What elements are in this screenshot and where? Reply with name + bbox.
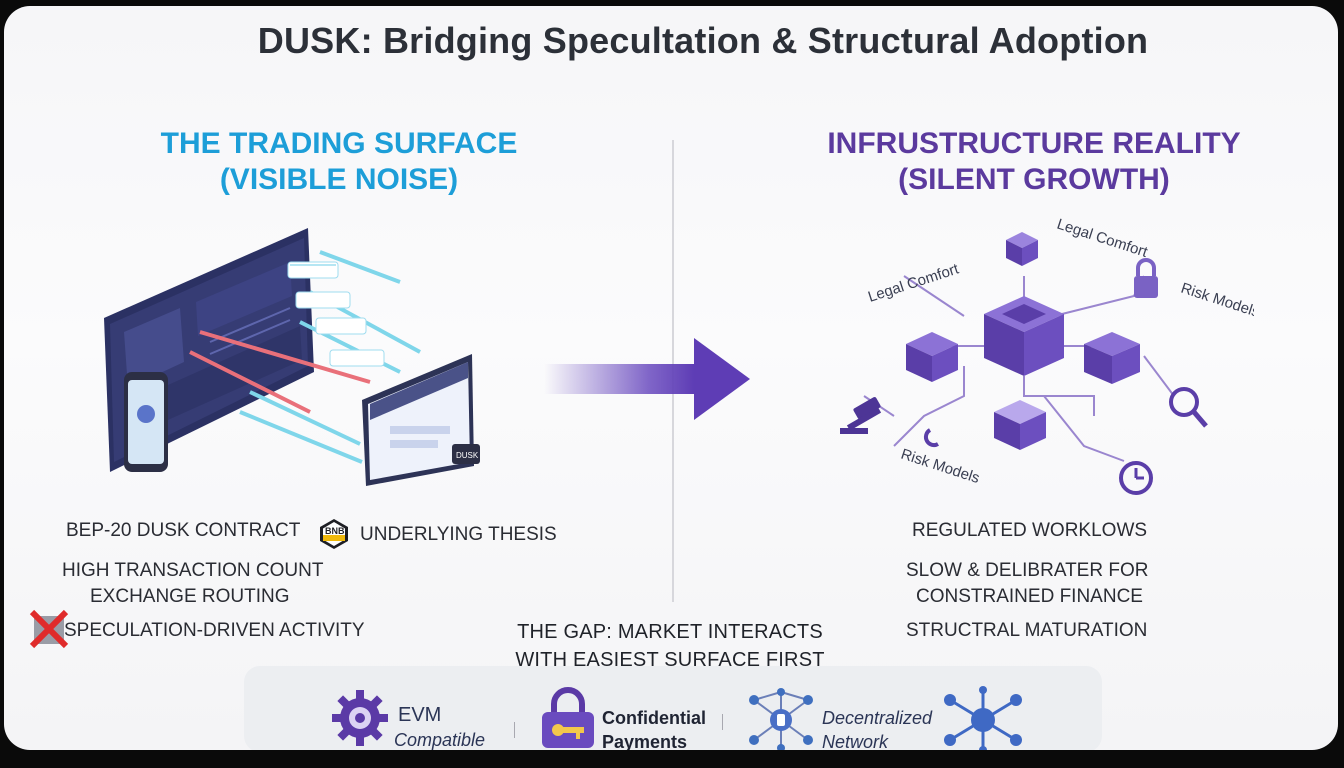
decentralized-label-line1: Decentralized (822, 708, 933, 728)
trading-surface-heading: THE TRADING SURFACE (VISIBLE NOISE) (104, 126, 574, 198)
infographic-card: DUSK: Bridging Specultation & Structural… (4, 6, 1338, 750)
right-arrow-icon (544, 338, 750, 420)
gear-icon (332, 690, 388, 746)
phone-handset-icon (923, 428, 939, 448)
clock-icon (1119, 461, 1153, 495)
red-arrows (189, 330, 371, 414)
top-block (1006, 232, 1038, 266)
exchange-routing-text: EXCHANGE ROUTING (90, 586, 290, 607)
gap-text-line2: WITH EASIEST SURFACE FIRST (515, 649, 825, 671)
trading-surface-heading-line2: (VISIBLE NOISE) (219, 163, 459, 196)
infrastructure-heading-line1: INFRUSTRUCTURE REALITY (827, 127, 1241, 160)
speculation-text: SPECULATION-DRIVEN ACTIVITY (64, 620, 365, 641)
infrastructure-reality-heading: INFRUSTRUCTURE REALITY (SILENT GROWTH) (784, 126, 1284, 198)
slow-deliberate-line1: SLOW & DELIBRATER FOR (906, 560, 1149, 581)
phone-device (124, 372, 168, 472)
regulated-workflows-text: REGULATED WORKLOWS (912, 520, 1148, 541)
page-title: DUSK: Bridging Specultation & Structural… (257, 20, 1149, 61)
label-legal-comfort-top: Legal Comfort (1055, 216, 1151, 261)
bnb-badge-text: BNB (325, 526, 345, 536)
confidential-label-line1: Confidential (602, 708, 706, 728)
infrastructure-heading-line2: (SILENT GROWTH) (898, 163, 1170, 196)
label-risk-models-bottom: Risk Models (899, 446, 982, 487)
padlock-key-icon (542, 687, 594, 748)
feature-separator-1 (514, 722, 515, 738)
central-block (984, 296, 1064, 376)
bnb-hexagon: BNB (320, 519, 348, 549)
gavel-icon (840, 397, 882, 434)
floating-tags (287, 261, 385, 367)
confidential-label-line2: Payments (602, 732, 688, 750)
gap-text-line1: THE GAP: MARKET INTERACTS (517, 621, 823, 643)
red-x-icon (29, 609, 69, 649)
structural-maturation-text: STRUCTRAL MATURATION (906, 620, 1148, 641)
evm-label-line2: Compatible (394, 730, 486, 750)
network-nodes-icon (944, 686, 1022, 750)
slow-deliberate-line2: CONSTRAINED FINANCE (916, 586, 1143, 607)
label-risk-models-right: Risk Models (1179, 280, 1254, 321)
magnifier-icon (1169, 387, 1208, 428)
left-block (906, 332, 958, 382)
underlying-thesis-text: UNDERLYING THESIS (360, 524, 557, 545)
tablet-device: DUSK (362, 354, 480, 486)
infrastructure-illustration: Legal Comfort Legal Comfort Risk Models … (840, 216, 1254, 495)
trading-dashboard-illustration: DUSK (104, 228, 480, 486)
high-transaction-text: HIGH TRANSACTION COUNT (62, 560, 324, 581)
evm-label-line1: EVM (398, 704, 442, 726)
bep20-text: BEP-20 DUSK CONTRACT (66, 520, 301, 541)
gap-text: THE GAP: MARKET INTERACTS WITH EASIEST S… (484, 618, 856, 674)
bnb-badge-icon: BNB (318, 518, 350, 550)
right-block (1084, 332, 1140, 384)
decentralized-label-line2: Network (822, 732, 889, 750)
network-globe-icon (749, 688, 813, 750)
bottom-block (994, 400, 1046, 450)
feature-separator-2 (722, 714, 723, 730)
padlock-icon (1134, 258, 1158, 298)
tablet-badge-text: DUSK (456, 451, 479, 460)
label-legal-comfort-left: Legal Comfort (866, 260, 962, 306)
trading-surface-heading-line1: THE TRADING SURFACE (160, 127, 518, 160)
